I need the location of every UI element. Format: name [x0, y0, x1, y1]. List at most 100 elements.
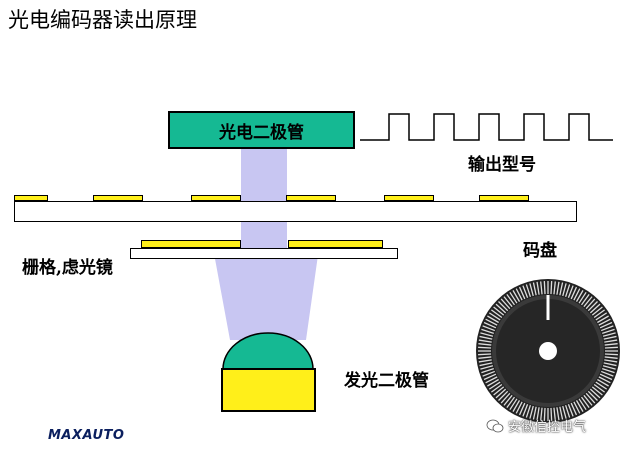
photodiode-box: 光电二极管: [168, 111, 355, 149]
disc-tick: [506, 293, 516, 306]
disc-tick: [589, 303, 601, 314]
disc-tick: [583, 296, 593, 308]
grating-slot: [141, 240, 241, 248]
watermark-text: 安徽信控电气: [508, 420, 587, 435]
disc-tick: [585, 298, 596, 310]
disc-tick: [485, 318, 498, 326]
disc-tick: [602, 332, 616, 337]
disc-tick: [481, 367, 494, 374]
disc-tick: [515, 401, 523, 414]
disc-tick: [518, 286, 526, 300]
disc-tick: [488, 381, 501, 390]
disc-tick: [570, 402, 578, 416]
disc-tick: [578, 398, 587, 411]
disc-tick: [603, 335, 617, 340]
disc-tick: [481, 328, 494, 335]
disc-tick: [490, 309, 503, 319]
disc-tick: [553, 407, 556, 421]
disc-slot: [93, 195, 143, 201]
disc-tick: [604, 346, 618, 349]
disc-tick: [591, 386, 603, 396]
disc-tick: [575, 400, 584, 412]
disc-tick: [573, 288, 581, 301]
disc-tick: [550, 407, 553, 421]
disc-tick: [498, 301, 509, 312]
disc-tick: [532, 282, 537, 296]
disc-tick: [559, 282, 564, 296]
disc-tick: [490, 383, 503, 393]
disc-tick: [604, 339, 618, 343]
disc-label: 码盘: [523, 241, 557, 261]
disc-tick: [543, 281, 546, 295]
disc-tick: [602, 365, 616, 370]
disc-tick: [585, 392, 596, 404]
disc-tick: [600, 325, 614, 332]
disc-tick: [482, 325, 496, 332]
disc-tick: [525, 405, 532, 418]
output-label: 输出型号: [468, 155, 536, 175]
disc-tick: [500, 298, 511, 310]
disc-tick: [562, 405, 567, 419]
disc-tick: [604, 353, 618, 356]
grating-slot: [288, 240, 383, 248]
wechat-icon: [486, 419, 504, 432]
disc-slot: [191, 195, 241, 201]
disc-tick: [595, 381, 608, 390]
disc-tick: [522, 285, 529, 299]
disc-tick: [495, 303, 507, 314]
disc-tick: [602, 328, 615, 335]
disc-tick: [500, 392, 511, 404]
disc-tick: [587, 390, 598, 401]
disc-tick: [512, 400, 521, 412]
disc-tick: [483, 321, 497, 329]
code-disc-icon: [476, 279, 620, 423]
disc-tick: [597, 378, 609, 387]
disc-tick: [562, 283, 567, 297]
disc-tick: [509, 291, 518, 304]
disc-tick: [478, 346, 492, 349]
disc-tick: [540, 407, 543, 421]
page-title: 光电编码器读出原理: [8, 8, 197, 32]
disc-tick: [480, 332, 494, 337]
disc-tick: [495, 388, 507, 399]
disc-tick: [478, 339, 492, 343]
disc-tick: [478, 343, 492, 346]
led-dome: [222, 332, 314, 370]
disc-tick: [493, 386, 505, 396]
disc-tick: [543, 407, 546, 421]
disc-tick: [567, 285, 574, 299]
disc-tick: [559, 406, 564, 420]
disc-tick: [598, 376, 611, 384]
led-body: [221, 368, 316, 412]
disc-tick: [512, 290, 521, 302]
disc-tick: [478, 353, 492, 356]
disc-tick: [599, 321, 613, 329]
photodiode-label: 光电二极管: [219, 122, 304, 143]
maxauto-logo: MAXAUTO: [48, 428, 125, 443]
disc-tick: [479, 335, 493, 340]
disc-tick: [487, 315, 499, 324]
disc-tick: [540, 281, 543, 295]
disc-tick: [478, 356, 492, 359]
led-label: 发光二极管: [344, 371, 429, 391]
disc-tick: [536, 407, 540, 421]
disc-tick: [580, 293, 590, 306]
disc-tick: [553, 281, 556, 295]
disc-tick: [593, 383, 606, 393]
disc-tick: [599, 373, 613, 381]
disc-tick: [503, 394, 513, 406]
disc-tick: [600, 370, 614, 377]
disc-tick: [529, 283, 534, 297]
watermark: 安徽信控电气: [486, 416, 586, 435]
disc-tick: [482, 370, 496, 377]
disc-slot: [479, 195, 529, 201]
disc-slot: [14, 195, 48, 201]
disc-tick: [589, 388, 601, 399]
disc-tick: [598, 318, 611, 326]
disc-tick: [498, 390, 509, 401]
disc-tick: [578, 291, 587, 304]
disc-slot: [384, 195, 434, 201]
disc-tick: [529, 405, 534, 419]
disc-tick: [604, 359, 618, 363]
